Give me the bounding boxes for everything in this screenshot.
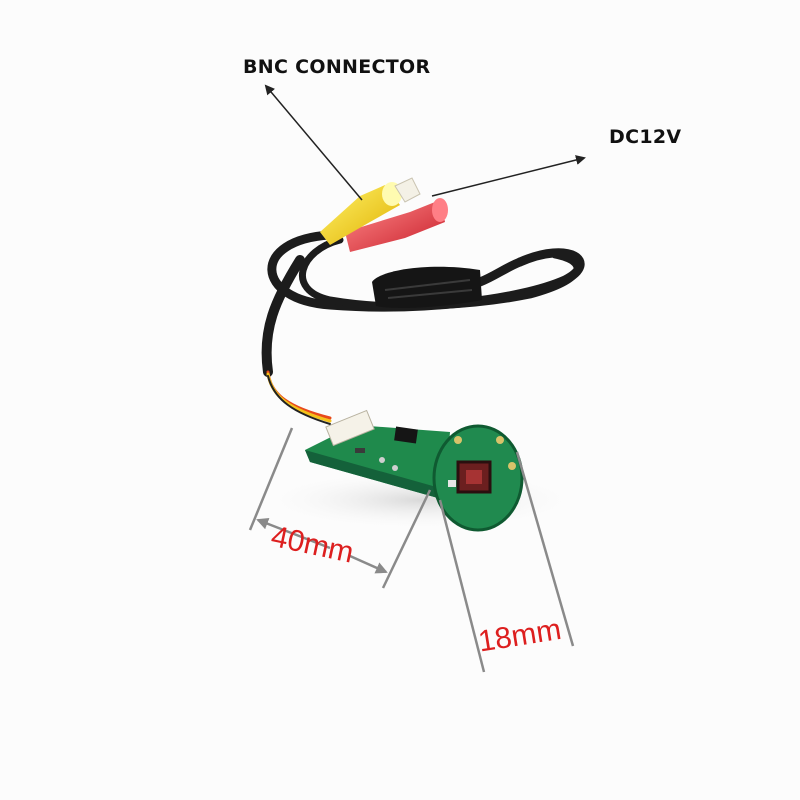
wire-bundle	[266, 370, 332, 425]
bnc-connector-label: BNC CONNECTOR	[243, 56, 431, 78]
pcb-board	[305, 409, 450, 500]
dc-callout-arrow	[431, 155, 586, 197]
pin-header	[325, 409, 375, 447]
diameter-dimension-lines	[438, 451, 575, 673]
cable-junction	[372, 266, 482, 308]
chip	[394, 426, 418, 444]
red-power-plug	[345, 198, 448, 252]
bnc-callout-arrow	[264, 84, 363, 201]
sensor-board	[432, 424, 524, 532]
dc12v-label: DC12V	[609, 126, 682, 148]
length-dimension-lines	[248, 427, 432, 589]
yellow-bnc-plug	[320, 177, 421, 245]
